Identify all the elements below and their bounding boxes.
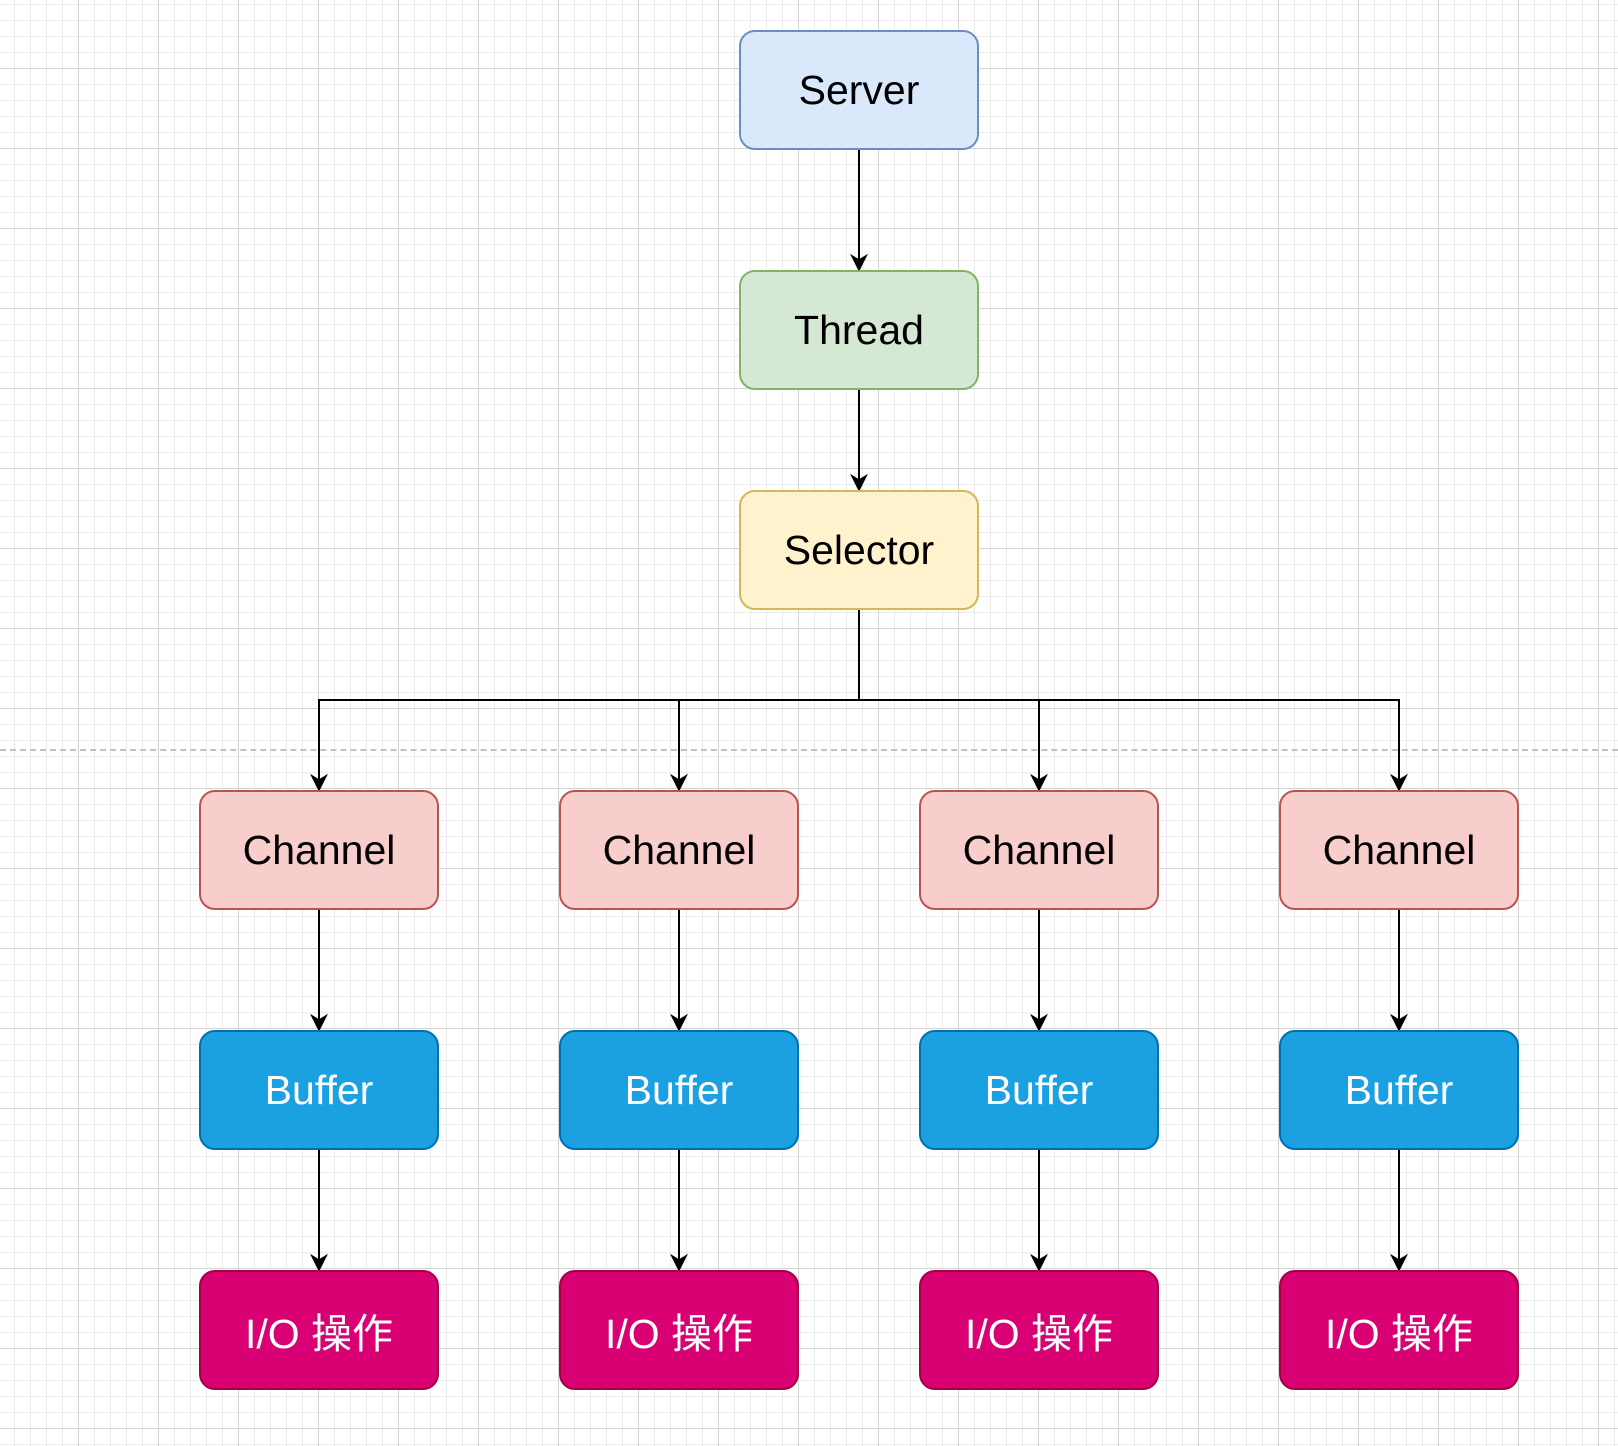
- node-channel-2[interactable]: Channel: [559, 790, 799, 910]
- node-buffer-3[interactable]: Buffer: [919, 1030, 1159, 1150]
- node-label: Channel: [602, 826, 756, 873]
- node-io-4[interactable]: I/O 操作: [1279, 1270, 1519, 1390]
- node-label: Buffer: [1344, 1066, 1454, 1113]
- node-label: Selector: [783, 526, 935, 573]
- node-io-2[interactable]: I/O 操作: [559, 1270, 799, 1390]
- node-io-3[interactable]: I/O 操作: [919, 1270, 1159, 1390]
- node-label: Channel: [242, 826, 396, 873]
- edges-layer: [310, 150, 1408, 1272]
- node-label: Buffer: [984, 1066, 1094, 1113]
- node-buffer-1[interactable]: Buffer: [199, 1030, 439, 1150]
- node-thread[interactable]: Thread: [739, 270, 979, 390]
- node-label: Server: [798, 66, 920, 113]
- node-label: I/O 操作: [604, 1311, 754, 1357]
- node-channel-3[interactable]: Channel: [919, 790, 1159, 910]
- node-label: Channel: [1322, 826, 1476, 873]
- node-label: Buffer: [264, 1066, 374, 1113]
- node-buffer-4[interactable]: Buffer: [1279, 1030, 1519, 1150]
- edge-selector-to-channel-2: [670, 610, 860, 792]
- node-selector[interactable]: Selector: [739, 490, 979, 610]
- node-label: Buffer: [624, 1066, 734, 1113]
- node-buffer-2[interactable]: Buffer: [559, 1030, 799, 1150]
- node-server[interactable]: Server: [739, 30, 979, 150]
- node-label: Channel: [962, 826, 1116, 873]
- edge-selector-to-channel-4: [858, 610, 1408, 792]
- node-label: I/O 操作: [1324, 1311, 1474, 1357]
- node-label: I/O 操作: [964, 1311, 1114, 1357]
- page-break-line: [0, 749, 1618, 751]
- node-label: Thread: [794, 306, 924, 353]
- node-io-1[interactable]: I/O 操作: [199, 1270, 439, 1390]
- node-channel-1[interactable]: Channel: [199, 790, 439, 910]
- node-label: I/O 操作: [244, 1311, 394, 1357]
- node-channel-4[interactable]: Channel: [1279, 790, 1519, 910]
